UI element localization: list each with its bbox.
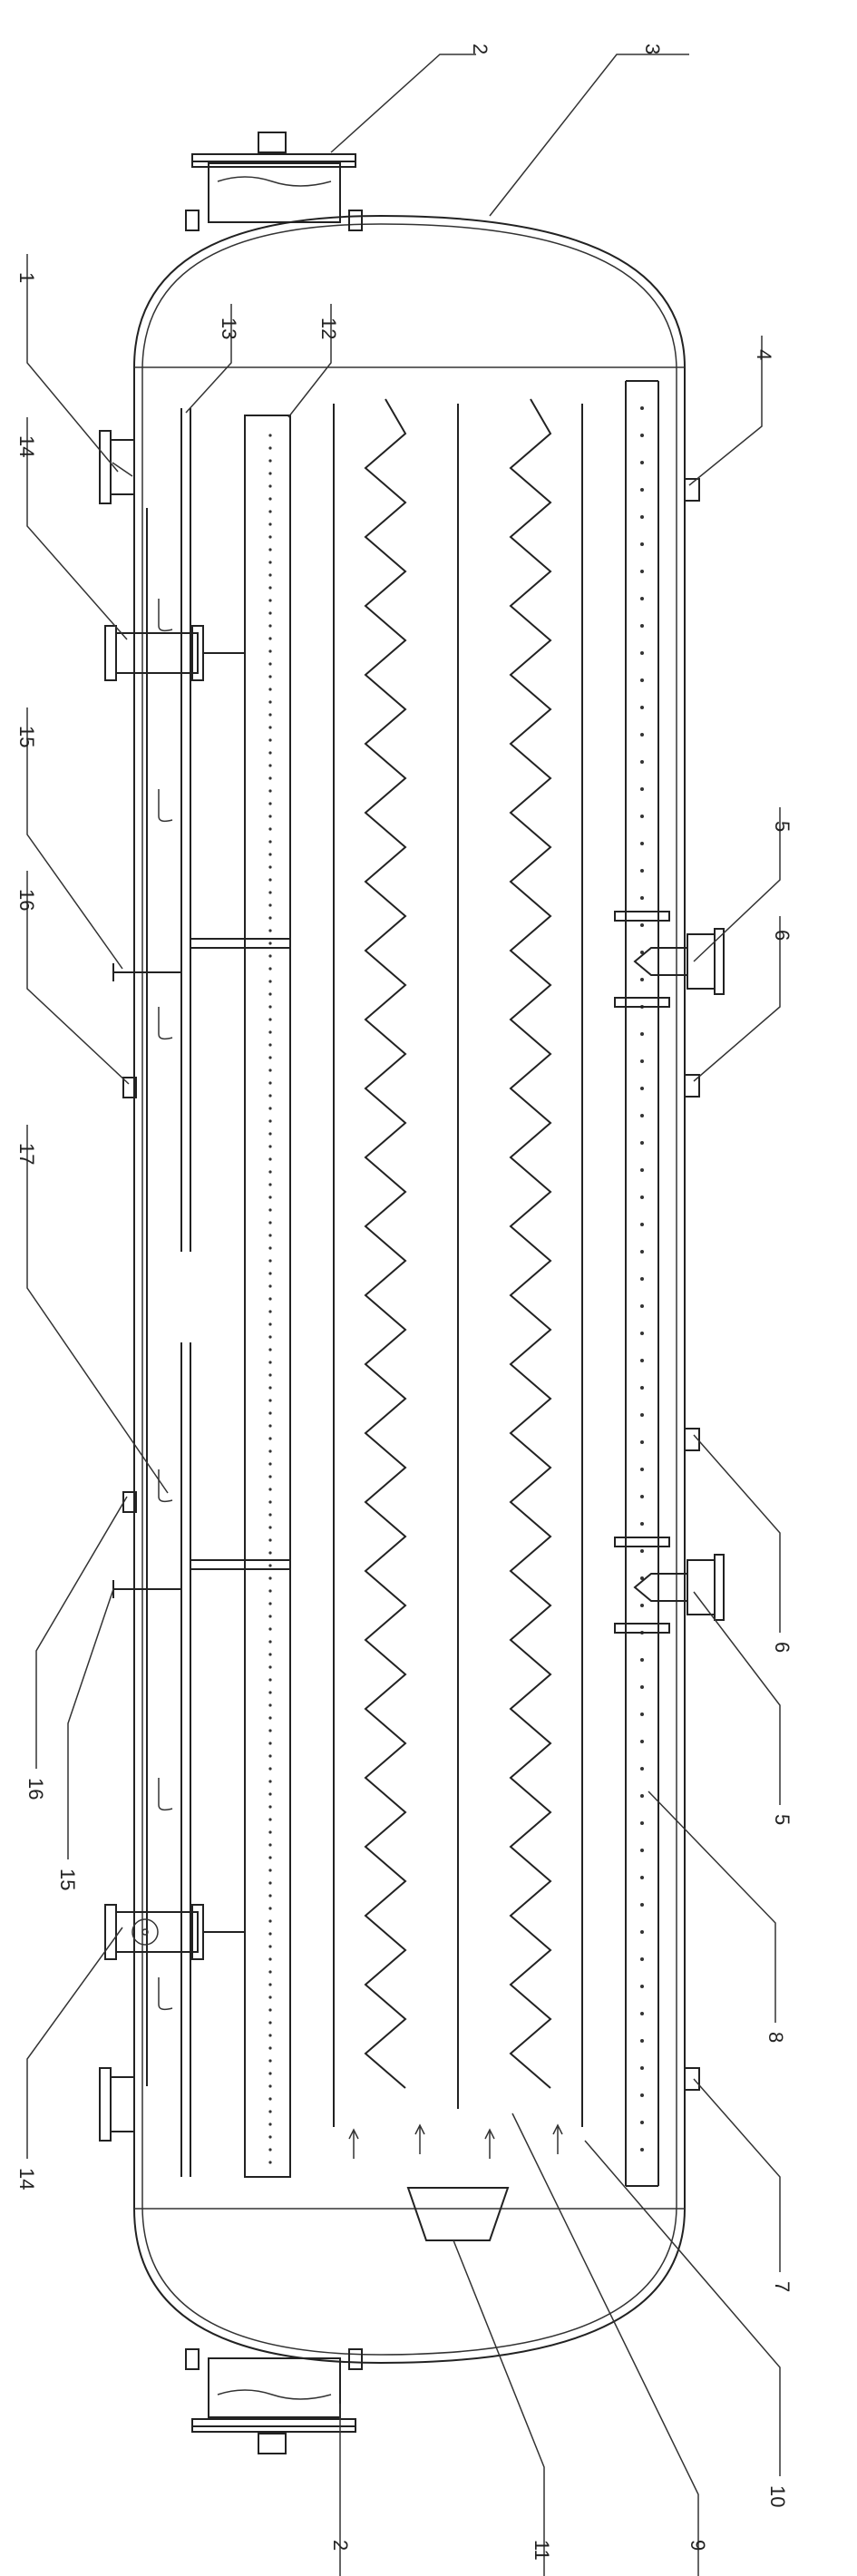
perforated-distributor <box>244 415 291 2178</box>
label-5-bottom: 5 <box>771 1814 794 1825</box>
trapezoid-block-11 <box>406 2187 510 2241</box>
vessel-shell <box>133 214 686 2365</box>
label-6-top: 6 <box>771 930 794 941</box>
right-flanges <box>614 911 670 1634</box>
inlet-5-bottom <box>633 1554 725 1621</box>
right-distributor-holes <box>640 406 644 2152</box>
label-14-bottom: 14 <box>15 2168 38 2190</box>
label-13: 13 <box>218 317 240 339</box>
port-7 <box>684 2067 700 2091</box>
connector-14-bottom <box>104 1904 246 2177</box>
label-11: 11 <box>531 2540 553 2561</box>
port-16-top <box>122 1077 137 1098</box>
labels: 2 3 1 13 12 4 14 15 16 5 6 17 6 16 15 5 … <box>15 44 794 2561</box>
label-10: 10 <box>766 2485 789 2507</box>
label-15-top: 15 <box>15 726 38 747</box>
hook-nozzles <box>158 599 173 2011</box>
label-4: 4 <box>753 349 775 360</box>
label-8: 8 <box>764 2032 787 2043</box>
leaders <box>26 54 781 2576</box>
port-6-bottom <box>684 1428 700 1451</box>
left-nozzle-1 <box>99 430 135 504</box>
zigzag-plate-left <box>364 398 407 2089</box>
label-16-bottom: 16 <box>24 1778 47 1800</box>
vessel-inner-wall <box>141 223 677 2356</box>
label-12: 12 <box>317 317 340 339</box>
right-distributor <box>625 380 659 2187</box>
label-17: 17 <box>15 1143 38 1165</box>
connector-14-top <box>104 415 246 681</box>
label-6-bottom: 6 <box>771 1642 794 1653</box>
left-nozzle-bottom <box>99 2067 135 2142</box>
inlet-5-top <box>633 928 725 995</box>
label-3: 3 <box>641 44 664 54</box>
label-2-bottom: 2 <box>329 2540 352 2551</box>
label-5-top: 5 <box>771 821 794 832</box>
label-1: 1 <box>15 272 38 283</box>
flow-arrows <box>348 2123 563 2159</box>
distributor-holes <box>268 434 272 2164</box>
top-end-nozzle <box>185 132 363 231</box>
zigzag-plate-right <box>509 398 552 2089</box>
label-9: 9 <box>687 2540 709 2551</box>
support-stub-15-top <box>112 938 290 981</box>
port-4 <box>684 478 700 502</box>
label-2-top: 2 <box>469 44 492 54</box>
support-stub-15-bottom <box>112 1559 290 1598</box>
label-14-top: 14 <box>15 435 38 457</box>
label-7: 7 <box>771 2281 794 2292</box>
port-6-top <box>684 1074 700 1098</box>
label-16-top: 16 <box>15 889 38 911</box>
left-header-pipe <box>180 408 191 2177</box>
label-15-bottom: 15 <box>56 1869 79 1890</box>
bottom-end-nozzle <box>185 2348 363 2454</box>
